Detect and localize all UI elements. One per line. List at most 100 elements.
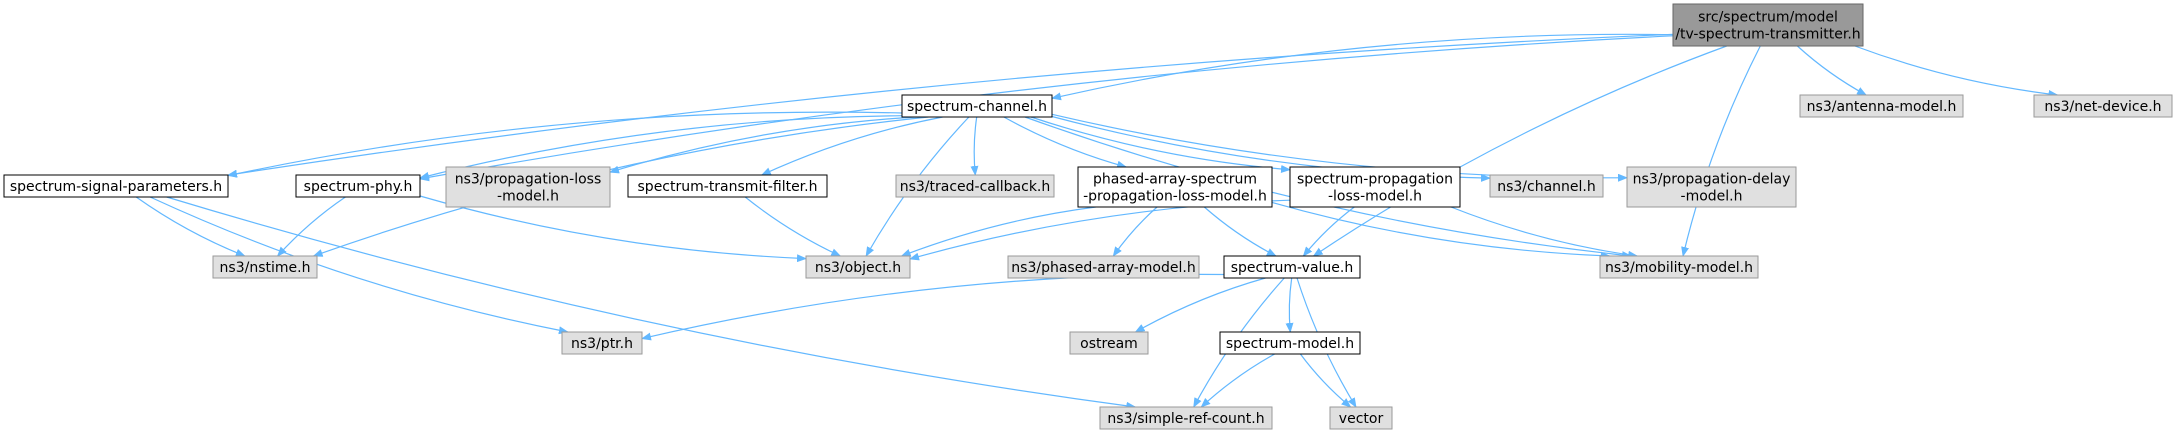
node-label: spectrum-channel.h — [907, 99, 1047, 115]
node-label: src/spectrum/model — [1698, 10, 1838, 26]
node-mobility[interactable]: ns3/mobility-model.h — [1599, 255, 1759, 279]
node-box[interactable] — [1289, 166, 1461, 208]
node-box[interactable] — [1672, 3, 1864, 47]
node-label: ostream — [1080, 336, 1138, 352]
node-ptr[interactable]: ns3/ptr.h — [561, 331, 643, 355]
node-sprop[interactable]: spectrum-propagation-loss-model.h — [1289, 166, 1461, 208]
node-label: spectrum-transmit-filter.h — [638, 179, 818, 195]
edge-channel-to-filter — [760, 116, 943, 176]
node-propdelay[interactable]: ns3/propagation-delay-model.h — [1626, 166, 1797, 208]
node-phy[interactable]: spectrum-phy.h — [295, 174, 421, 198]
node-box[interactable] — [1099, 406, 1273, 430]
node-box[interactable] — [1223, 255, 1361, 279]
node-label: spectrum-value.h — [1231, 260, 1354, 276]
node-value[interactable]: spectrum-value.h — [1223, 255, 1361, 279]
nodes-layer: src/spectrum/model/tv-spectrum-transmitt… — [3, 3, 2173, 430]
node-label: ns3/mobility-model.h — [1605, 260, 1753, 276]
node-box[interactable] — [3, 174, 229, 198]
edge-phased-to-phasedarr — [1112, 206, 1158, 257]
node-box[interactable] — [901, 94, 1053, 118]
edge-phased-to-value — [1203, 206, 1277, 257]
node-label: -model.h — [1681, 189, 1743, 205]
node-box[interactable] — [1799, 94, 1964, 118]
node-phasedarr[interactable]: ns3/phased-array-model.h — [1007, 255, 1200, 279]
node-object[interactable]: ns3/object.h — [805, 255, 911, 279]
node-label: ns3/propagation-delay — [1633, 172, 1791, 188]
edge-value-to-smodel — [1285, 277, 1294, 333]
node-box[interactable] — [1219, 331, 1361, 355]
node-label: -propagation-loss-model.h — [1083, 189, 1267, 205]
node-box[interactable] — [895, 174, 1055, 198]
node-nschannel[interactable]: ns3/channel.h — [1489, 174, 1604, 198]
node-box[interactable] — [627, 174, 828, 198]
edge-phy-to-nstime — [276, 196, 346, 257]
node-box[interactable] — [445, 166, 611, 208]
node-label: spectrum-signal-parameters.h — [10, 179, 222, 195]
node-netdevice[interactable]: ns3/net-device.h — [2033, 94, 2173, 118]
node-box[interactable] — [295, 174, 421, 198]
node-box[interactable] — [1626, 166, 1797, 208]
edge-root-to-value — [1312, 45, 1727, 257]
node-box[interactable] — [805, 255, 911, 279]
edge-channel-to-phased — [1003, 116, 1128, 169]
edge-channel-to-sprop — [1030, 116, 1291, 173]
edge-root-to-mobility — [1681, 45, 1761, 257]
node-traced[interactable]: ns3/traced-callback.h — [895, 174, 1055, 198]
node-box[interactable] — [1329, 406, 1393, 430]
edge-ssp-to-nstime — [135, 196, 246, 257]
node-label: phased-array-spectrum — [1093, 172, 1257, 188]
node-label: ns3/traced-callback.h — [900, 179, 1051, 195]
node-label: ns3/object.h — [815, 260, 901, 276]
edge-sprop-to-value — [1302, 206, 1355, 257]
node-smodel[interactable]: spectrum-model.h — [1219, 331, 1361, 355]
node-refcount[interactable]: ns3/simple-ref-count.h — [1099, 406, 1273, 430]
node-proploss[interactable]: ns3/propagation-loss-model.h — [445, 166, 611, 208]
edge-phased-to-mobility — [1271, 201, 1611, 260]
node-box[interactable] — [212, 255, 318, 279]
edge-channel-to-ssp — [227, 111, 903, 178]
edge-phy-to-object — [419, 195, 807, 263]
edge-smodel-to-vector — [1299, 353, 1352, 408]
node-label: ns3/propagation-loss — [455, 172, 602, 188]
node-label: spectrum-propagation — [1297, 172, 1453, 188]
node-nstime[interactable]: ns3/nstime.h — [212, 255, 318, 279]
edge-ssp-to-ptr — [149, 196, 569, 335]
node-ssp[interactable]: spectrum-signal-parameters.h — [3, 174, 229, 198]
edge-root-to-phy — [419, 35, 1674, 182]
edge-root-to-netdevice — [1854, 45, 2059, 98]
edge-channel-to-phy — [419, 115, 903, 180]
node-label: ns3/net-device.h — [2044, 99, 2161, 115]
edge-value-to-ptr — [641, 273, 1225, 341]
edge-channel-to-proploss — [609, 116, 917, 174]
node-box[interactable] — [2033, 94, 2173, 118]
node-label: ns3/channel.h — [1497, 179, 1596, 195]
node-label: -model.h — [497, 189, 559, 205]
edge-channel-to-traced — [970, 116, 979, 176]
node-phased[interactable]: phased-array-spectrum-propagation-loss-m… — [1077, 166, 1273, 208]
node-label: spectrum-phy.h — [304, 179, 413, 195]
node-vector[interactable]: vector — [1329, 406, 1393, 430]
node-root[interactable]: src/spectrum/model/tv-spectrum-transmitt… — [1672, 3, 1864, 47]
node-box[interactable] — [1069, 331, 1149, 355]
node-box[interactable] — [1599, 255, 1759, 279]
node-label: ns3/ptr.h — [571, 336, 633, 352]
node-box[interactable] — [1077, 166, 1273, 208]
node-box[interactable] — [1489, 174, 1604, 198]
node-label: spectrum-model.h — [1226, 336, 1354, 352]
node-box[interactable] — [561, 331, 643, 355]
node-label: -loss-model.h — [1328, 189, 1422, 205]
edge-filter-to-object — [744, 196, 842, 257]
node-ostream[interactable]: ostream — [1069, 331, 1149, 355]
edge-sprop-to-mobility — [1450, 206, 1639, 259]
node-antenna[interactable]: ns3/antenna-model.h — [1799, 94, 1964, 118]
node-label: /tv-spectrum-transmitter.h — [1675, 27, 1860, 43]
node-label: vector — [1339, 411, 1384, 427]
node-label: ns3/nstime.h — [220, 260, 311, 276]
node-filter[interactable]: spectrum-transmit-filter.h — [627, 174, 828, 198]
edge-value-to-ostream — [1134, 277, 1266, 333]
node-label: ns3/antenna-model.h — [1807, 99, 1957, 115]
node-box[interactable] — [1007, 255, 1200, 279]
edge-smodel-to-refcount — [1200, 353, 1275, 408]
node-channel[interactable]: spectrum-channel.h — [901, 94, 1053, 118]
